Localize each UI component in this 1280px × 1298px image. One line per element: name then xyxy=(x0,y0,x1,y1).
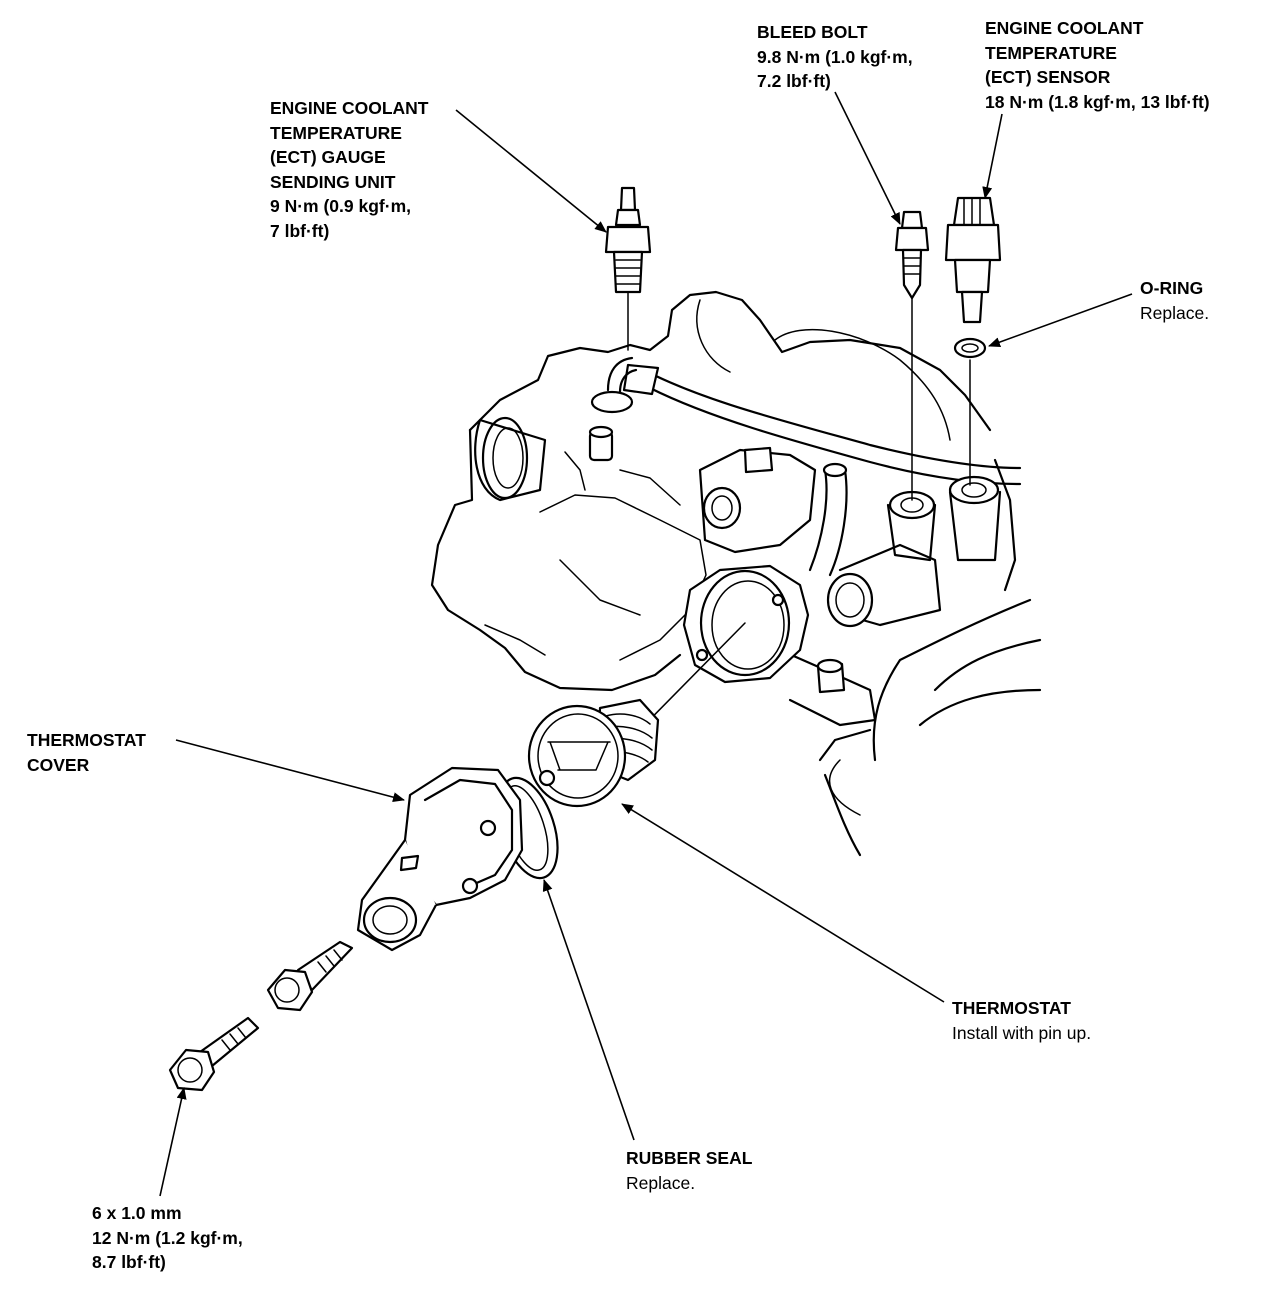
leader-bolt xyxy=(159,1087,187,1197)
callout-line: THERMOSTAT xyxy=(27,730,146,750)
torque-spec: 9.8 N·m (1.0 kgf·m, xyxy=(757,46,913,67)
torque-spec: 12 N·m (1.2 kgf·m, xyxy=(92,1227,243,1248)
callout-line: RUBBER SEAL xyxy=(626,1148,753,1168)
callout-line: ENGINE COOLANT xyxy=(270,98,429,118)
leader-ect-gauge xyxy=(455,109,607,233)
thermostat xyxy=(527,622,746,808)
callout-note: Replace. xyxy=(1140,302,1210,323)
callout-line: TEMPERATURE xyxy=(270,122,402,143)
torque-spec: 8.7 lbf·ft) xyxy=(92,1252,166,1272)
thermostat-cover-part xyxy=(356,766,524,952)
callout-line: THERMOSTAT xyxy=(952,998,1071,1018)
engine-housing xyxy=(430,290,1042,857)
leader-rubber-seal xyxy=(542,879,635,1141)
callout-note: Replace. xyxy=(626,1172,696,1193)
torque-spec: 9 N·m (0.9 kgf·m, xyxy=(270,196,411,216)
leader-thermostat xyxy=(621,803,945,1003)
torque-spec: 18 N·m (1.8 kgf·m, 13 lbf·ft) xyxy=(985,91,1210,112)
o-ring xyxy=(953,337,987,359)
callout-ect-sensor: ENGINE COOLANT TEMPERATURE (ECT) SENSOR … xyxy=(985,16,1210,114)
bolt-upper xyxy=(266,940,354,1012)
thermostat-pin xyxy=(538,769,556,787)
leader-ect-sensor xyxy=(982,113,1003,199)
callout-line: (ECT) SENSOR xyxy=(985,67,1111,87)
torque-spec: 7.2 lbf·ft) xyxy=(757,71,831,91)
bolt-size: 6 x 1.0 mm xyxy=(92,1203,182,1223)
leader-lines xyxy=(159,91,1133,1197)
ect-sensor xyxy=(944,196,1002,486)
callout-line: BLEED BOLT xyxy=(757,22,868,42)
bleed-bolt xyxy=(894,210,930,501)
callout-line: SENDING UNIT xyxy=(270,171,396,192)
callout-thermostat: THERMOSTAT Install with pin up. xyxy=(952,996,1091,1045)
ect-gauge-sending-unit xyxy=(604,186,652,351)
callout-o-ring: O-RING Replace. xyxy=(1140,276,1209,325)
callout-line: ENGINE COOLANT xyxy=(985,18,1144,38)
callout-thermostat-cover: THERMOSTAT COVER xyxy=(27,728,146,777)
callout-bleed-bolt: BLEED BOLT 9.8 N·m (1.0 kgf·m, 7.2 lbf·f… xyxy=(757,20,913,94)
callout-line: COVER xyxy=(27,754,90,775)
callout-line: (ECT) GAUGE xyxy=(270,147,386,167)
callout-line: TEMPERATURE xyxy=(985,42,1117,63)
leader-bleed-bolt xyxy=(834,91,901,225)
callout-bolt: 6 x 1.0 mm 12 N·m (1.2 kgf·m, 8.7 lbf·ft… xyxy=(92,1201,243,1275)
leader-thermostat-cover xyxy=(175,739,405,803)
bolt-lower xyxy=(168,1016,260,1092)
callout-rubber-seal: RUBBER SEAL Replace. xyxy=(626,1146,752,1195)
callout-note: Install with pin up. xyxy=(952,1022,1092,1043)
torque-spec: 7 lbf·ft) xyxy=(270,220,330,241)
callout-ect-gauge-sending-unit: ENGINE COOLANT TEMPERATURE (ECT) GAUGE S… xyxy=(270,96,428,243)
callout-line: O-RING xyxy=(1140,278,1204,298)
leader-o-ring xyxy=(988,293,1133,347)
